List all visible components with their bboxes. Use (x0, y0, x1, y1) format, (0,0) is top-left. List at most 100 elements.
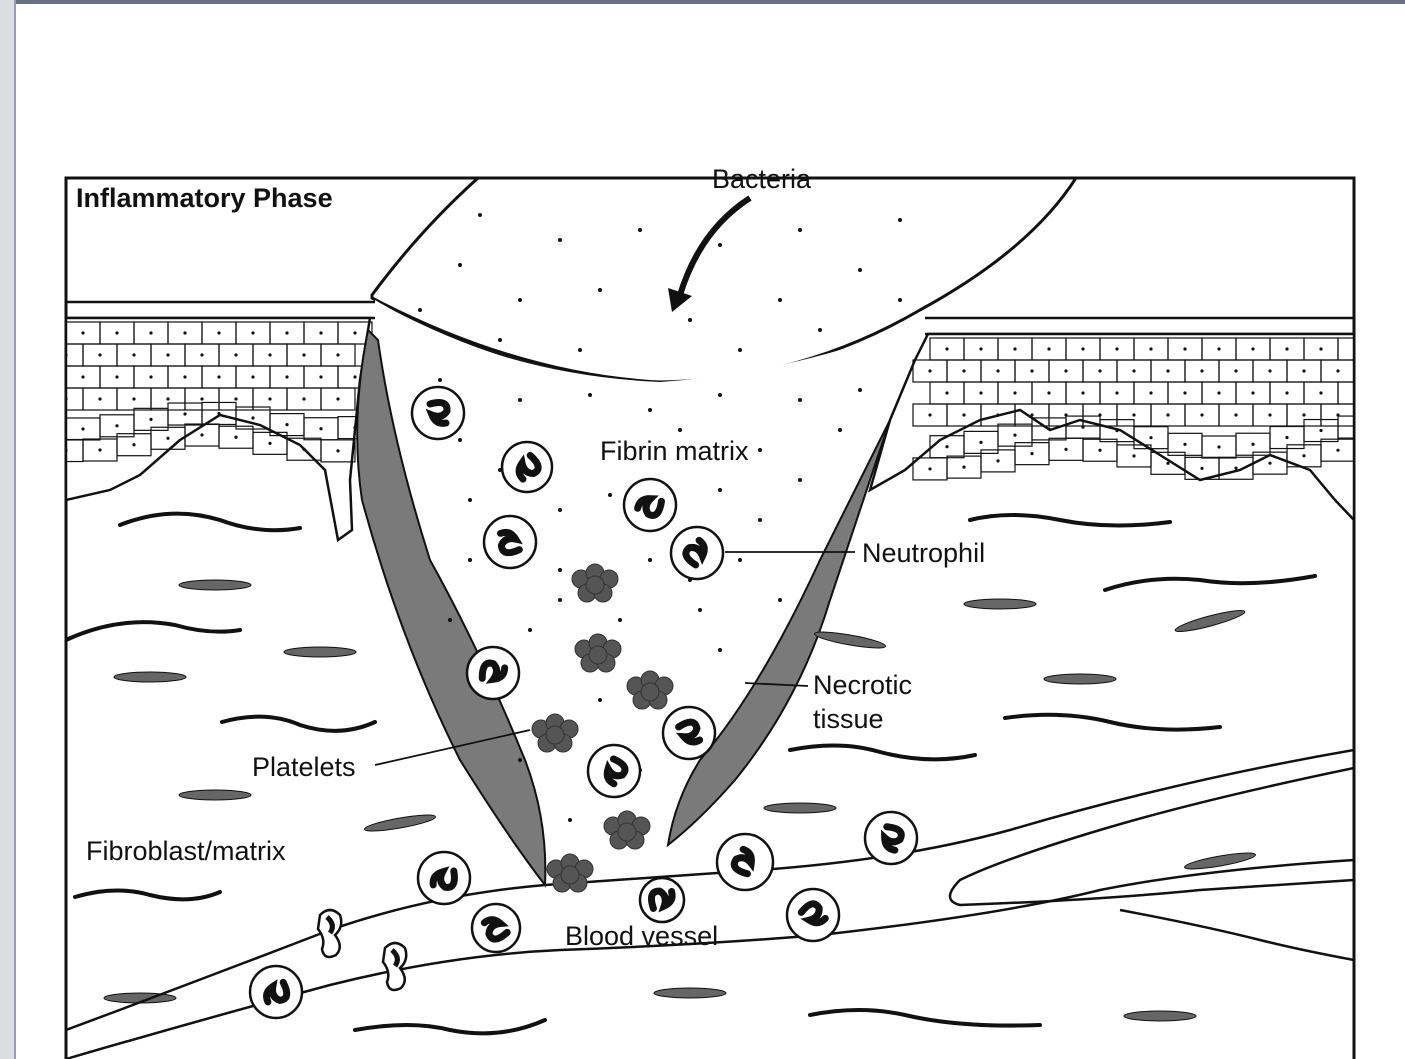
cell-nucleus (336, 353, 339, 356)
fibrin-dot (518, 758, 522, 762)
fibrin-dot (798, 478, 802, 482)
cell-nucleus (166, 353, 169, 356)
platelet (586, 576, 604, 594)
label-bacteria: Bacteria (712, 164, 812, 194)
label-platelets: Platelets (252, 752, 356, 782)
fibrin-dot (838, 428, 842, 432)
fibrin-dot (478, 213, 482, 217)
fibrin-dot (778, 598, 782, 602)
epidermis-right (870, 334, 1372, 520)
neutrophil (663, 707, 715, 759)
fibrin-dot (858, 268, 862, 272)
fibrin-dot (758, 518, 762, 522)
cell-nucleus (115, 424, 118, 427)
cell-nucleus (1234, 369, 1237, 372)
fibrin-dot (588, 393, 592, 397)
cell-nucleus (1115, 347, 1118, 350)
cell-nucleus (1132, 413, 1135, 416)
cell-nucleus (302, 397, 305, 400)
cell-nucleus (251, 375, 254, 378)
fibroblast (1044, 674, 1116, 684)
label-neutrophil: Neutrophil (862, 538, 985, 568)
cell-nucleus (1319, 347, 1322, 350)
cell-nucleus (928, 369, 931, 372)
fibrin-dot (718, 488, 722, 492)
cell-nucleus (1047, 427, 1050, 430)
cell-nucleus (1251, 443, 1254, 446)
platelet (641, 683, 659, 701)
cell-nucleus (1081, 347, 1084, 350)
cell-nucleus (1030, 369, 1033, 372)
fibrin-dot (618, 618, 622, 622)
fibrin-dot (818, 328, 822, 332)
neutrophil (502, 442, 552, 492)
neutrophil (865, 812, 917, 864)
cell-nucleus (234, 436, 237, 439)
neutrophil (467, 647, 519, 699)
fibrin-dot (528, 628, 532, 632)
cell-nucleus (1030, 413, 1033, 416)
cell-nucleus (1200, 369, 1203, 372)
platelet (561, 866, 579, 884)
cell-nucleus (1132, 369, 1135, 372)
cell-nucleus (979, 441, 982, 444)
fibrin-dot (558, 238, 562, 242)
cell-nucleus (1166, 413, 1169, 416)
fibrin-dot (448, 618, 452, 622)
cell-nucleus (115, 331, 118, 334)
fibroblast (814, 629, 887, 651)
cell-nucleus (217, 375, 220, 378)
cell-nucleus (1149, 347, 1152, 350)
cell-nucleus (945, 445, 948, 448)
cell-nucleus (1047, 391, 1050, 394)
cell-nucleus (353, 331, 356, 334)
fibrin-dot (458, 438, 462, 442)
fibrin-dot (688, 318, 692, 322)
cell-nucleus (1098, 449, 1101, 452)
label-fibroblast-matrix: Fibroblast/matrix (86, 836, 286, 866)
fibrin-dot (598, 288, 602, 292)
cell-nucleus (928, 413, 931, 416)
cell-nucleus (962, 413, 965, 416)
cell-nucleus (285, 423, 288, 426)
cell-nucleus (1115, 391, 1118, 394)
cell-nucleus (268, 397, 271, 400)
cell-nucleus (996, 413, 999, 416)
fibrin-dot (648, 408, 652, 412)
fibrin-dot (718, 243, 722, 247)
cell-nucleus (353, 426, 356, 429)
cell-nucleus (234, 353, 237, 356)
diagram-title: Inflammatory Phase (76, 183, 333, 213)
cell-nucleus (1081, 391, 1084, 394)
cell-nucleus (1302, 454, 1305, 457)
fibrin-dot (798, 398, 802, 402)
fibrin-dot (558, 598, 562, 602)
fibrin-dot (468, 558, 472, 562)
fibroblast (764, 803, 836, 813)
cell-nucleus (962, 466, 965, 469)
fibrin-dot (898, 218, 902, 222)
cell-nucleus (200, 397, 203, 400)
cell-nucleus (81, 375, 84, 378)
cell-nucleus (1166, 369, 1169, 372)
fibrin-dot (898, 298, 902, 302)
cell-nucleus (1013, 434, 1016, 437)
cell-nucleus (217, 412, 220, 415)
cell-nucleus (962, 369, 965, 372)
fibroblast (114, 672, 186, 682)
cell-nucleus (166, 397, 169, 400)
fibrin-dot (418, 308, 422, 312)
cell-nucleus (1336, 369, 1339, 372)
cell-nucleus (1217, 445, 1220, 448)
cell-nucleus (1285, 347, 1288, 350)
label-fibrin-matrix: Fibrin matrix (600, 436, 749, 466)
cell-nucleus (1149, 436, 1152, 439)
neutrophil (418, 852, 470, 904)
fibroblast (1174, 607, 1246, 635)
neutrophil (787, 889, 839, 941)
cell-nucleus (268, 442, 271, 445)
cell-nucleus (200, 353, 203, 356)
migrating-neutrophil (383, 943, 406, 990)
platelet (589, 646, 607, 664)
